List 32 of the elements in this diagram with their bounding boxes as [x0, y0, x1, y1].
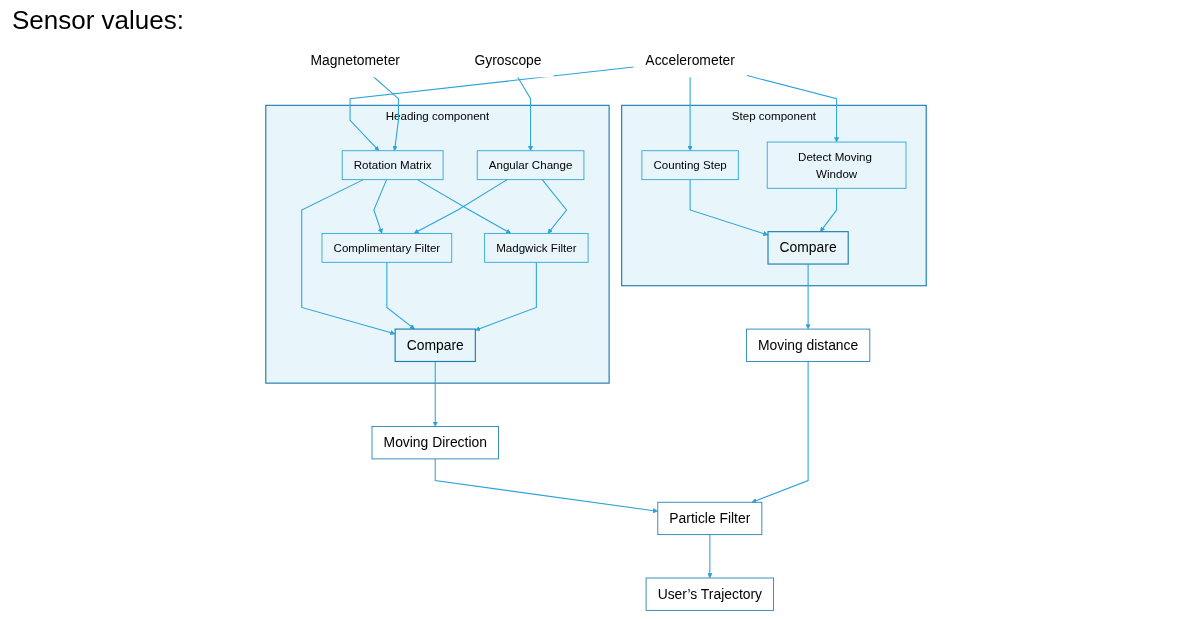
node-box: Moving Direction: [371, 426, 499, 460]
arrow: [805, 263, 811, 330]
node-text: Accelerometer: [645, 52, 735, 69]
node-box: Compare: [394, 328, 476, 363]
arrow: [349, 66, 635, 151]
arrow: [373, 76, 399, 151]
arrow: [689, 179, 769, 236]
arrow: [386, 261, 415, 330]
arrow: [751, 360, 809, 503]
node-box: Angular Change: [476, 150, 585, 181]
arrow: [541, 179, 568, 234]
node-box: User’s Trajectory: [645, 577, 774, 611]
node-box: Moving distance: [745, 328, 871, 362]
node-text: Magnetometer: [310, 52, 400, 69]
arrow: [745, 74, 840, 143]
arrow: [687, 76, 693, 151]
node-box: Counting Step: [641, 150, 739, 181]
node-box: Particle Filter: [657, 501, 763, 536]
arrow: [517, 76, 534, 151]
node-box: Rotation Matrix: [341, 150, 444, 181]
arrow: [434, 458, 658, 514]
arrow: [475, 261, 537, 332]
arrow: [373, 179, 388, 234]
arrow: [301, 179, 396, 336]
node-box: Madgwick Filter: [484, 232, 589, 263]
node-box: Complimentary Filter: [321, 232, 453, 263]
arrow: [432, 360, 438, 427]
arrow: [820, 187, 838, 232]
node-box: Detect Moving Window: [766, 141, 907, 189]
sensor-values-label: Sensor values:: [12, 4, 184, 36]
arrow: [707, 534, 713, 579]
node-box: Compare: [767, 231, 849, 265]
